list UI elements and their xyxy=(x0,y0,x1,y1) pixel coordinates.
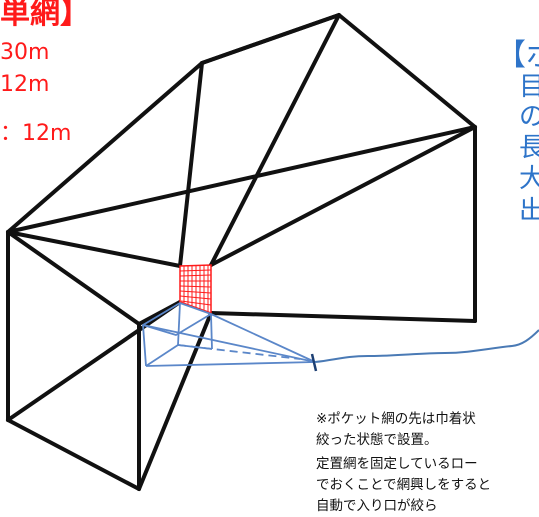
spec-width: 12m xyxy=(0,72,50,97)
box-frame xyxy=(6,13,477,491)
pocket-char-5: 出 xyxy=(519,196,539,226)
note-line-5: 自動で入り口が絞ら xyxy=(316,498,438,514)
spec-length: 30m xyxy=(0,40,50,65)
note-line-4: でおくことで網興しをすると xyxy=(316,477,492,493)
pocket-char-2: の xyxy=(519,102,539,132)
note-line-1: ※ポケット網の先は巾着状 xyxy=(316,411,476,427)
net-diagram xyxy=(6,13,539,491)
pocket-char-3: 長 xyxy=(519,133,539,163)
anchor-rope xyxy=(314,329,539,363)
note-line-2: 絞った状態で設置。 xyxy=(316,432,438,448)
entrance-mesh xyxy=(179,264,212,315)
cinch-knot xyxy=(310,353,318,372)
pocket-heading: 【ポ xyxy=(496,38,539,73)
net-type-title: 単網】 xyxy=(0,0,90,31)
spec-depth: ：12m xyxy=(0,121,72,146)
pocket-char-1: 目 xyxy=(519,72,539,102)
pocket-net xyxy=(142,302,316,367)
pocket-char-4: 大 xyxy=(519,164,539,194)
note-line-3: 定置網を固定しているロー xyxy=(316,456,478,472)
